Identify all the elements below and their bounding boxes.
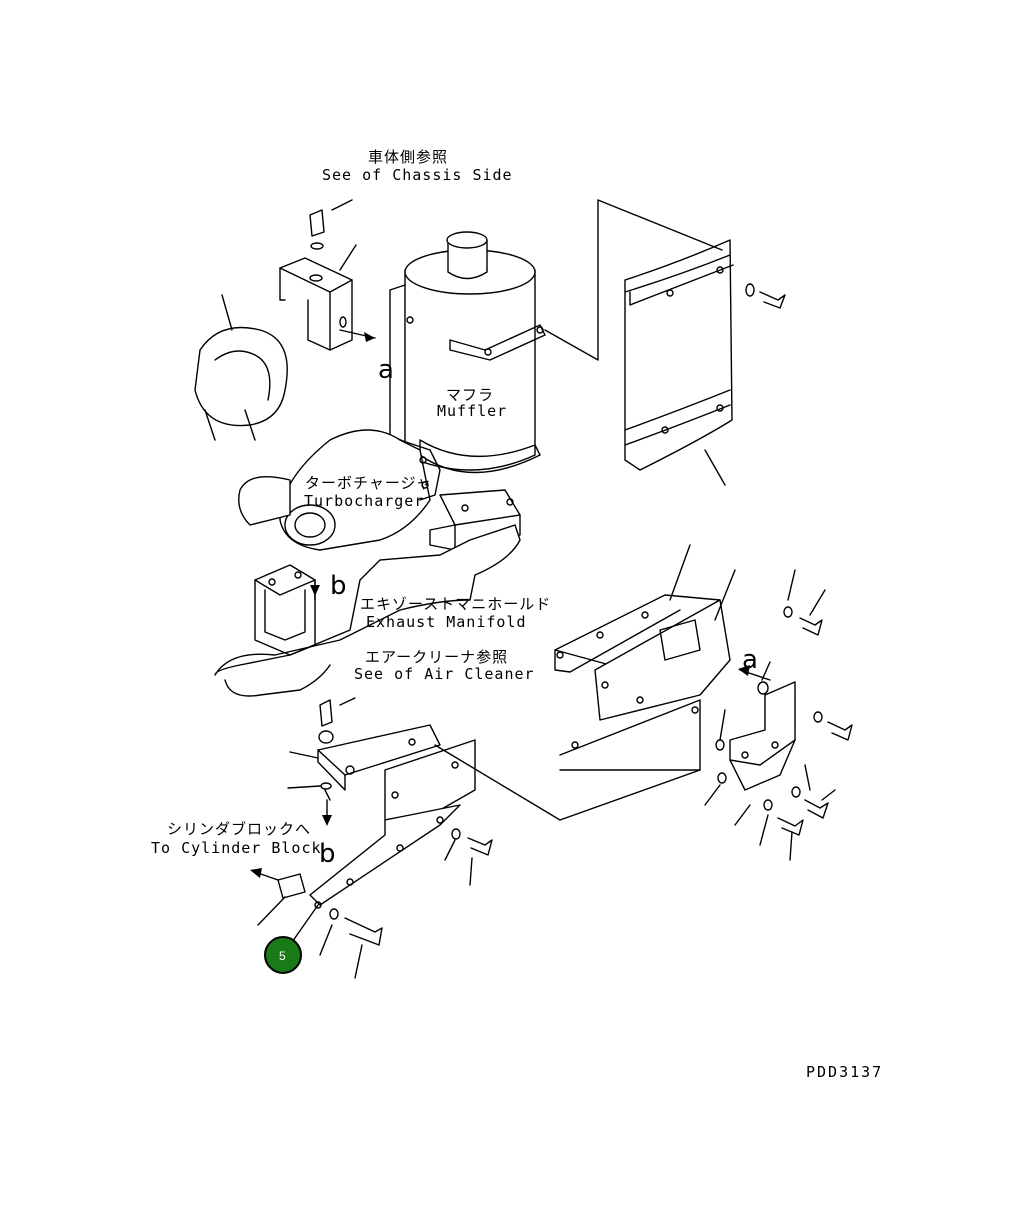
view-marker-b-top: b: [330, 571, 347, 601]
top-bolt: [309, 199, 353, 250]
lower-left-fasteners: [250, 697, 493, 979]
chassis-bracket: [279, 244, 357, 351]
label-aircleaner-jp: エアークリーナ参照: [365, 648, 508, 666]
label-manifold-en: Exhaust Manifold: [366, 613, 527, 631]
label-muffler-en: Muffler: [437, 402, 507, 420]
exhaust-support-bracket: [554, 544, 736, 771]
callout-marker[interactable]: 5: [264, 904, 319, 974]
label-muffler-jp: マフラ: [446, 386, 494, 404]
label-chassis-en: See of Chassis Side: [322, 166, 513, 184]
exhaust-manifold: [214, 524, 521, 697]
label-chassis-jp: 車体側参照: [368, 148, 448, 166]
heat-shield: [544, 199, 734, 486]
callout-circle[interactable]: [264, 936, 302, 974]
label-cylinder-jp: シリンダブロックへ: [167, 820, 311, 838]
drawing-number: PDD3137: [806, 1063, 883, 1081]
view-marker-a-right: a: [742, 645, 758, 675]
cylinder-bracket: [309, 724, 701, 909]
muffler: [389, 231, 546, 474]
turbocharger: [238, 429, 441, 551]
turbo-support-bracket: [254, 564, 316, 656]
arrow-head: [310, 585, 320, 596]
shield-bolt: [745, 283, 786, 309]
lower-right-bracket: [704, 681, 836, 861]
right-bolts: [757, 569, 853, 741]
callout-number: 5: [279, 949, 286, 963]
arrow-head: [364, 332, 375, 342]
label-aircleaner-en: See of Air Cleaner: [354, 665, 535, 683]
arrow-head: [738, 665, 750, 676]
label-turbo-jp: ターボチャージャ: [305, 474, 432, 492]
view-marker-b-bottom: b: [319, 839, 336, 869]
view-marker-a-top: a: [378, 355, 394, 385]
label-cylinder-en: To Cylinder Block: [151, 839, 322, 857]
label-manifold-jp: エキゾーストマニホールド: [360, 595, 551, 613]
turbo-cover: [194, 294, 288, 441]
label-turbo-en: Turbocharger: [304, 492, 424, 510]
